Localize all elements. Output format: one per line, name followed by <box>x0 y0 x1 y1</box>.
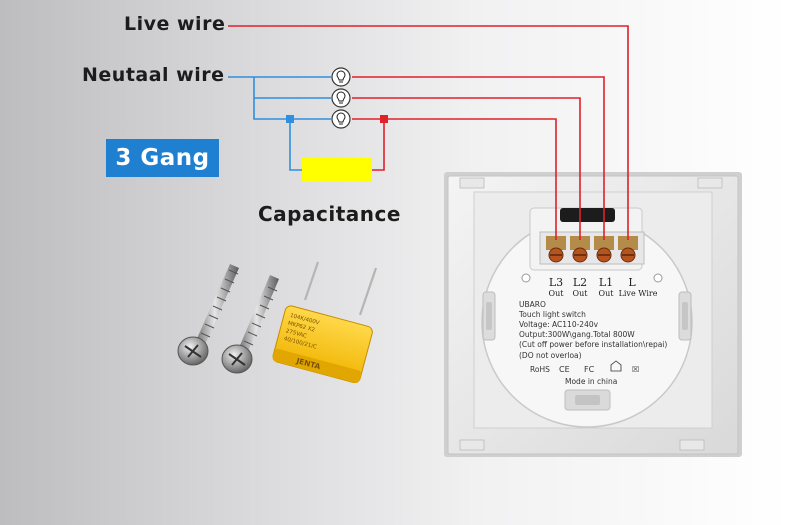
terminal-l3-label: L3 <box>549 276 563 289</box>
live-junction <box>380 115 388 123</box>
bulbs <box>331 67 351 129</box>
capacitance-bar <box>302 158 372 182</box>
live-wire-label: Live wire <box>124 13 226 35</box>
capacitor-marking-3: 275VAC <box>285 328 307 339</box>
wire-to-l3 <box>352 118 557 240</box>
terminal-l2-label: L2 <box>573 276 587 289</box>
rohs-mark: RoHS <box>530 365 550 374</box>
brand-label: UBARO <box>519 300 546 309</box>
terminal-l3-screw <box>546 236 566 263</box>
capacitance-label: Capacitance <box>258 202 401 226</box>
terminal-screws <box>546 236 638 263</box>
neutral-wire-branch-2 <box>253 77 331 99</box>
spec-line-3: Output:300W\gang.Total 800W <box>519 330 635 339</box>
terminal-l3-sub: Out <box>549 289 565 298</box>
capacitor: 104K/400V MKP62 X2 275VAC 40/100/21/C JE… <box>272 261 378 384</box>
bulb-icon-1 <box>331 67 351 87</box>
screw-1 <box>177 264 239 366</box>
terminal-l-label: L <box>628 276 636 289</box>
neutral-wire-branch-3 <box>253 98 331 120</box>
gang-badge: 3 Gang <box>106 139 219 177</box>
bulb-icon-2 <box>331 88 351 108</box>
screw-2 <box>221 275 279 374</box>
switch-back-plate <box>444 172 742 457</box>
back-panel-text: UBARO Touch light switch Voltage: AC110-… <box>518 300 667 386</box>
terminal-labels: L3 Out L2 Out L1 Out L Live Wire <box>549 276 658 298</box>
spec-line-1: Touch light switch <box>518 310 586 319</box>
terminal-l2-screw <box>570 236 590 263</box>
terminal-l1-label: L1 <box>599 276 613 289</box>
live-wires <box>228 25 629 240</box>
ce-mark: CE <box>559 365 570 374</box>
neutral-junction <box>286 115 294 123</box>
spec-line-2: Voltage: AC110-240v <box>519 320 599 329</box>
live-wire-to-l <box>228 25 629 240</box>
terminal-l-sub: Live Wire <box>619 289 658 298</box>
bulb-icon-3 <box>331 109 351 129</box>
fcc-mark: FC <box>584 365 595 374</box>
wire-to-l2 <box>352 97 581 240</box>
made-in-label: Mode in china <box>565 377 617 386</box>
indoor-use-icon <box>610 360 622 372</box>
terminal-l1-sub: Out <box>599 289 615 298</box>
neutral-wires <box>228 76 331 171</box>
spec-line-4: (Cut off power before installation\repai… <box>519 340 667 349</box>
capacitor-wire-red <box>372 119 385 171</box>
terminal-l-screw <box>618 236 638 263</box>
spec-line-5: (DO not overloa) <box>519 351 582 360</box>
weee-bin-icon: ☒ <box>632 365 639 374</box>
terminal-l1-screw <box>594 236 614 263</box>
terminal-l2-sub: Out <box>573 289 589 298</box>
neutral-wire-label: Neutaal wire <box>82 64 225 86</box>
capacitor-wire-blue <box>289 119 302 171</box>
wire-to-l1 <box>352 76 605 240</box>
